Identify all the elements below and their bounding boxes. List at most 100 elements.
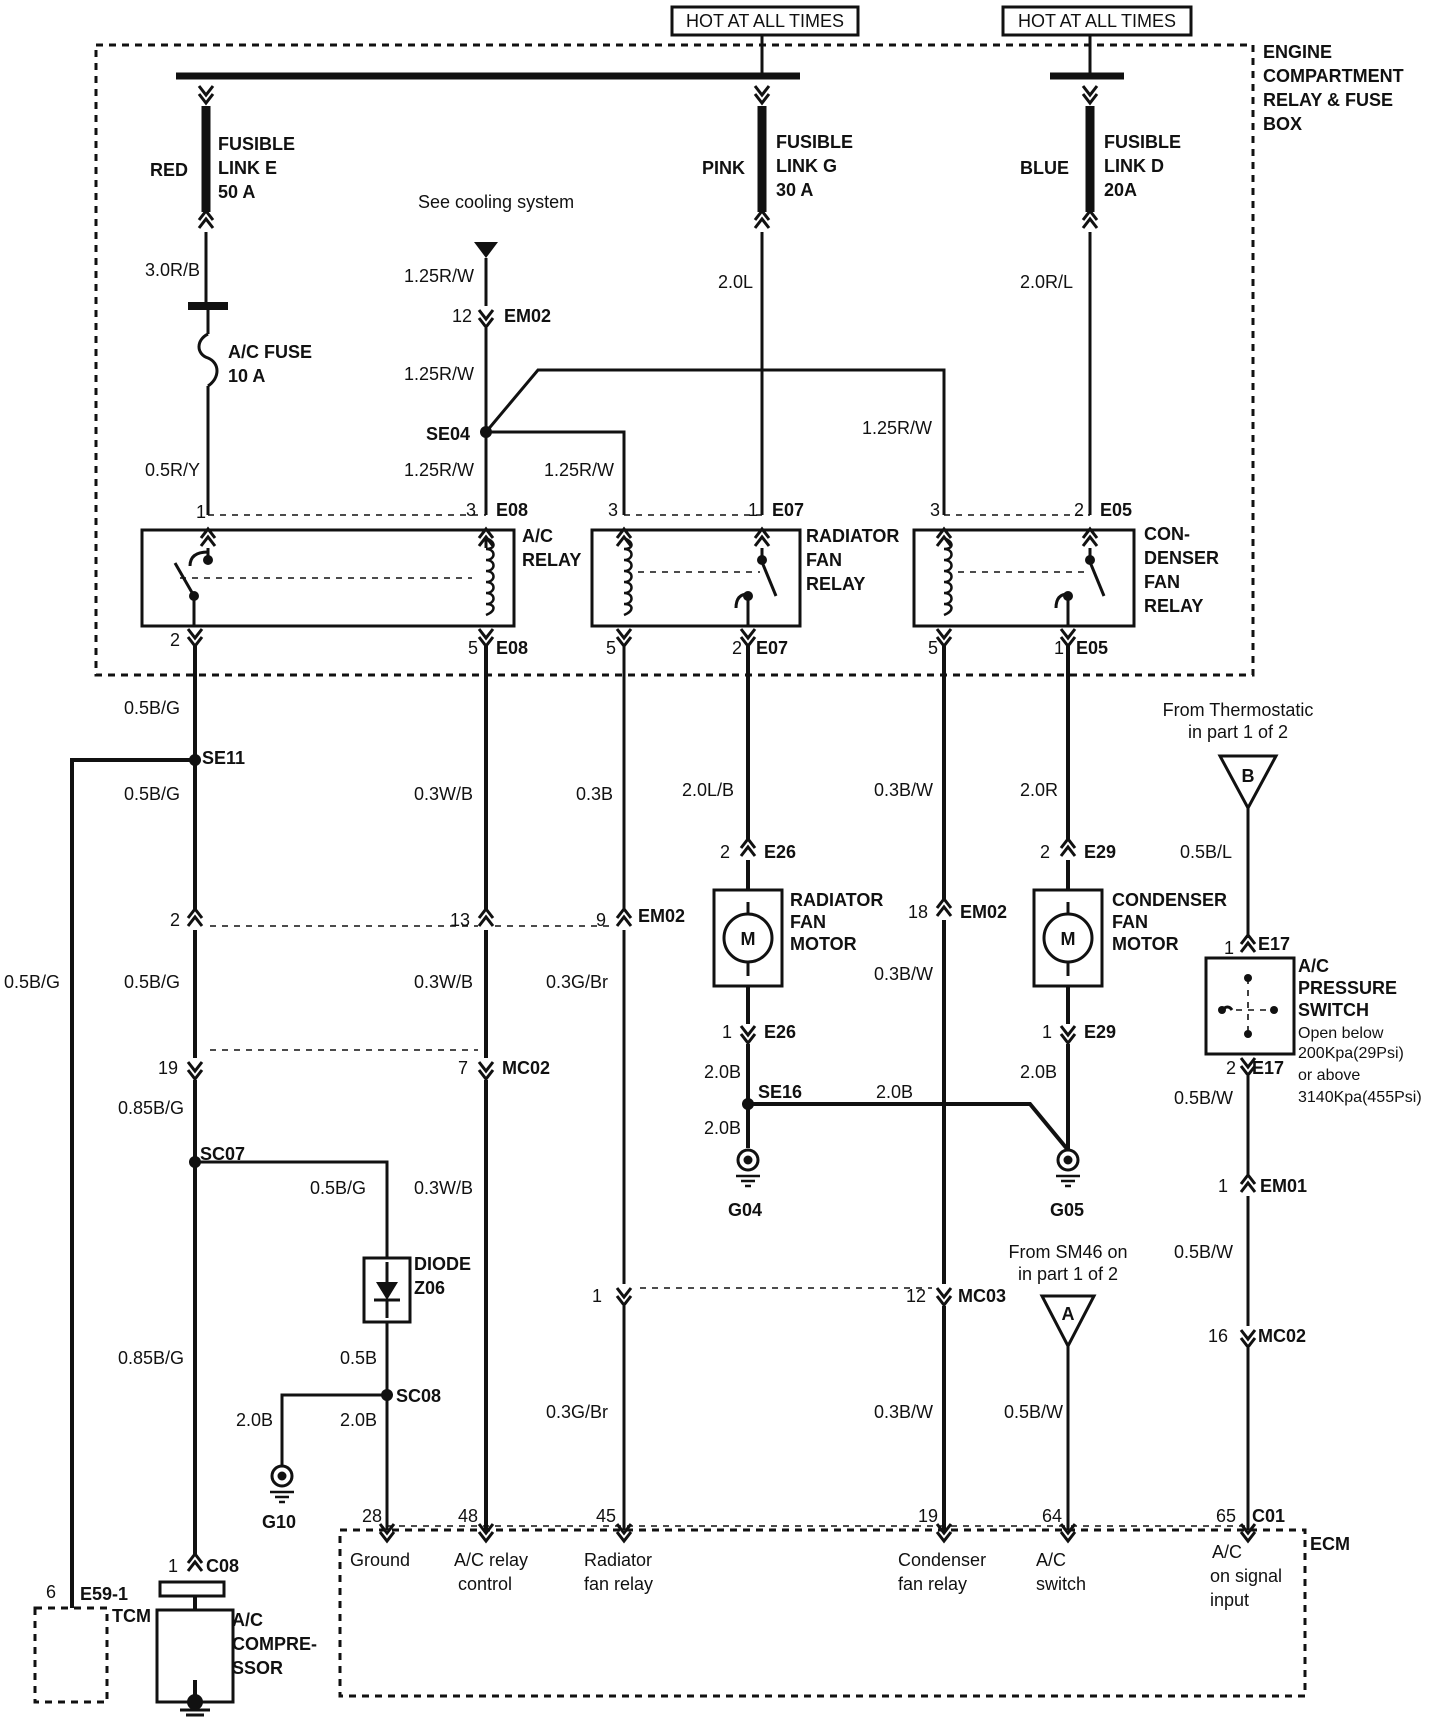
svg-text:65: 65 [1216, 1506, 1236, 1526]
svg-text:3: 3 [930, 500, 940, 520]
svg-text:0.5B/G: 0.5B/G [124, 784, 180, 804]
svg-text:28: 28 [362, 1506, 382, 1526]
svg-text:FUSIBLE: FUSIBLE [1104, 132, 1181, 152]
ecm-box: ECM 28 48 45 19 64 65 C01 Ground A/C rel… [338, 1506, 1350, 1698]
svg-text:LINK G: LINK G [776, 156, 837, 176]
radiator-fan-relay: 3 1 E07 5 2 E07 RADIATOR FAN RELAY [590, 500, 899, 658]
svg-text:RADIATOR: RADIATOR [806, 526, 899, 546]
svg-text:COMPARTMENT: COMPARTMENT [1263, 66, 1404, 86]
svg-text:0.85B/G: 0.85B/G [118, 1098, 184, 1118]
svg-text:0.5B/G: 0.5B/G [124, 698, 180, 718]
svg-text:1: 1 [1054, 638, 1064, 658]
svg-text:7: 7 [458, 1058, 468, 1078]
from-ref-a: From SM46 on in part 1 of 2 A [1008, 1242, 1128, 1350]
svg-text:FAN: FAN [806, 550, 842, 570]
svg-text:1.25R/W: 1.25R/W [544, 460, 614, 480]
svg-text:0.3G/Br: 0.3G/Br [546, 972, 608, 992]
svg-text:0.5B/G: 0.5B/G [310, 1178, 366, 1198]
svg-text:20A: 20A [1104, 180, 1137, 200]
svg-text:From Thermostatic: From Thermostatic [1163, 700, 1314, 720]
svg-text:1: 1 [1218, 1176, 1228, 1196]
fuse-box-outline [94, 43, 1255, 677]
svg-text:2: 2 [720, 842, 730, 862]
svg-text:0.3G/Br: 0.3G/Br [546, 1402, 608, 1422]
svg-text:1.25R/W: 1.25R/W [404, 460, 474, 480]
svg-text:EM01: EM01 [1260, 1176, 1307, 1196]
fusible-link-g: PINK FUSIBLE LINK G 30 A [702, 84, 853, 230]
tcm-box: 6 E59-1 TCM [33, 1582, 151, 1704]
svg-text:FAN: FAN [1112, 912, 1148, 932]
svg-text:A: A [1062, 1304, 1075, 1324]
svg-text:A/C: A/C [232, 1610, 263, 1630]
svg-text:1: 1 [592, 1286, 602, 1306]
svg-text:ENGINE: ENGINE [1263, 42, 1332, 62]
svg-text:G10: G10 [262, 1512, 296, 1532]
svg-text:RADIATOR: RADIATOR [790, 890, 883, 910]
svg-text:SSOR: SSOR [232, 1658, 283, 1678]
svg-text:EM02: EM02 [504, 306, 551, 326]
svg-text:A/C FUSE: A/C FUSE [228, 342, 312, 362]
svg-text:MC02: MC02 [1258, 1326, 1306, 1346]
svg-text:3.0R/B: 3.0R/B [145, 260, 200, 280]
svg-text:E17: E17 [1252, 1058, 1284, 1078]
svg-text:G04: G04 [728, 1200, 762, 1220]
svg-text:E08: E08 [496, 638, 528, 658]
svg-text:1.25R/W: 1.25R/W [404, 266, 474, 286]
svg-text:200Kpa(29Psi): 200Kpa(29Psi) [1298, 1045, 1404, 1062]
svg-text:0.5B/G: 0.5B/G [4, 972, 60, 992]
condenser-fan-motor: M CONDENSER FAN MOTOR [1032, 888, 1227, 988]
ac-fuse-label: A/C FUSE 10 A [228, 342, 312, 386]
svg-text:1: 1 [168, 1556, 178, 1576]
ac-pressure-switch: A/C PRESSURE SWITCH Open below 200Kpa(29… [1204, 956, 1422, 1106]
svg-text:FAN: FAN [790, 912, 826, 932]
splice-se16: SE16 [758, 1082, 802, 1102]
svg-text:RELAY: RELAY [806, 574, 865, 594]
svg-text:1: 1 [722, 1022, 732, 1042]
svg-text:0.5B/W: 0.5B/W [1004, 1402, 1063, 1422]
splice-sc08: SC08 [396, 1386, 441, 1406]
svg-text:A/C relay: A/C relay [454, 1550, 528, 1570]
svg-text:48: 48 [458, 1506, 478, 1526]
svg-text:2: 2 [1040, 842, 1050, 862]
svg-text:19: 19 [158, 1058, 178, 1078]
svg-text:Condenser: Condenser [898, 1550, 986, 1570]
svg-text:0.5B/W: 0.5B/W [1174, 1088, 1233, 1108]
svg-text:LINK D: LINK D [1104, 156, 1164, 176]
svg-text:RELAY & FUSE: RELAY & FUSE [1263, 90, 1393, 110]
svg-text:C08: C08 [206, 1556, 239, 1576]
svg-text:3: 3 [466, 500, 476, 520]
svg-text:C01: C01 [1252, 1506, 1285, 1526]
svg-text:A/C: A/C [1212, 1542, 1242, 1562]
svg-text:input: input [1210, 1590, 1249, 1610]
svg-text:0.5B/W: 0.5B/W [1174, 1242, 1233, 1262]
svg-text:12: 12 [452, 306, 472, 326]
svg-text:2.0B: 2.0B [1020, 1062, 1057, 1082]
svg-text:64: 64 [1042, 1506, 1062, 1526]
svg-text:MC02: MC02 [502, 1058, 550, 1078]
ac-relay: 1 3 E08 2 5 E08 A/C RELAY [140, 500, 581, 658]
svg-text:M: M [1061, 929, 1076, 949]
condenser-fan-relay: 3 2 E05 5 1 E05 CON- DENSER FAN RELAY [912, 500, 1219, 658]
svg-text:2: 2 [1074, 500, 1084, 520]
ac-fuse-symbol [197, 332, 219, 388]
svg-text:control: control [458, 1574, 512, 1594]
svg-text:SWITCH: SWITCH [1298, 1000, 1369, 1020]
svg-text:MOTOR: MOTOR [790, 934, 857, 954]
svg-text:See cooling system: See cooling system [418, 192, 574, 212]
svg-text:E07: E07 [756, 638, 788, 658]
svg-text:6: 6 [46, 1582, 56, 1602]
svg-text:FAN: FAN [1144, 572, 1180, 592]
svg-text:EM02: EM02 [638, 906, 685, 926]
svg-text:50 A: 50 A [218, 182, 255, 202]
svg-text:A/C: A/C [522, 526, 553, 546]
svg-text:0.3B/W: 0.3B/W [874, 964, 933, 984]
svg-text:switch: switch [1036, 1574, 1086, 1594]
svg-text:From SM46 on: From SM46 on [1008, 1242, 1127, 1262]
svg-text:1.25R/W: 1.25R/W [862, 418, 932, 438]
svg-text:1: 1 [748, 500, 758, 520]
svg-text:3: 3 [608, 500, 618, 520]
svg-text:0.5B: 0.5B [340, 1348, 377, 1368]
svg-text:2.0B: 2.0B [704, 1062, 741, 1082]
ground-g04 [734, 1148, 762, 1188]
svg-text:2.0L: 2.0L [718, 272, 753, 292]
